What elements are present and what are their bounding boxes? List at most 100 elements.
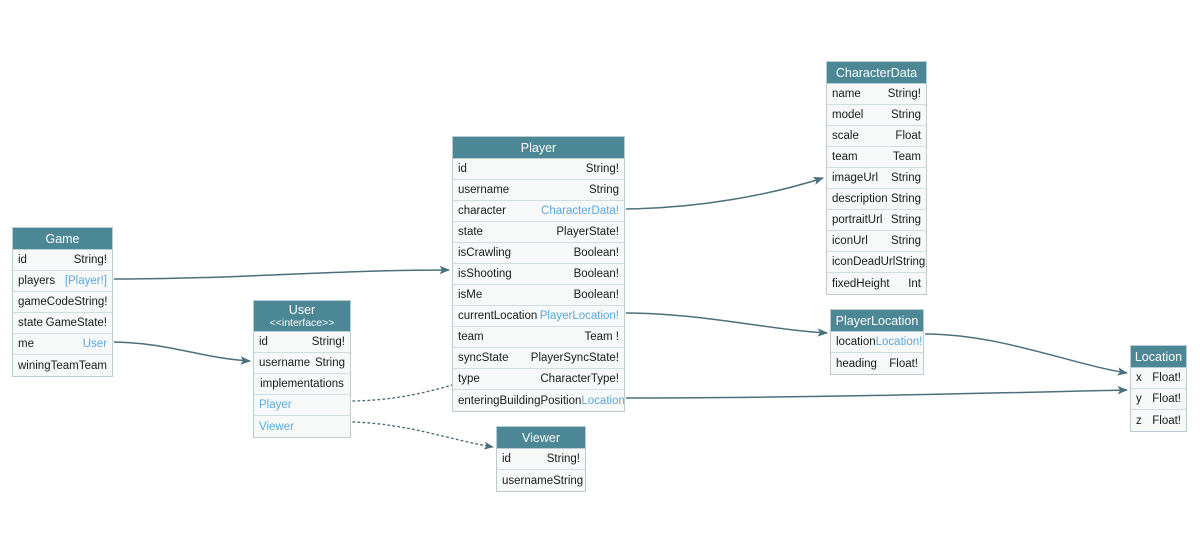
field-row[interactable]: model String [827,105,926,126]
field-type-link[interactable]: PlayerLocation! [539,310,619,322]
entity-characterdata[interactable]: CharacterData name String! model String … [826,61,927,295]
field-row[interactable]: x Float! [1131,368,1186,389]
field-type: String [890,214,921,226]
field-name: fixedHeight [832,277,890,290]
implementations-label: implementations [260,378,344,390]
entity-game[interactable]: Game id String! players [Player!] gameCo… [12,227,113,377]
field-row[interactable]: team Team ! [453,327,624,348]
edge-player-currentlocation-to-playerlocation [625,312,829,337]
field-row[interactable]: id String! [497,449,585,470]
entity-location-title: Location [1131,346,1186,368]
field-type-link[interactable]: Location! [875,336,923,348]
field-type: Float! [889,357,918,370]
field-row[interactable]: username String [254,353,350,374]
field-type: Team ! [584,331,619,343]
field-row[interactable]: fixedHeight Int [827,273,926,294]
field-row[interactable]: character CharacterData! [453,201,624,222]
field-name: y [1136,393,1142,405]
field-row[interactable]: syncState PlayerSyncState! [453,348,624,369]
field-row[interactable]: gameCode String! [13,292,112,313]
field-type: String! [74,296,108,308]
implementation-viewer[interactable]: Viewer [254,416,350,437]
field-name: me [18,338,34,350]
field-name: isMe [458,289,483,301]
field-name: username [502,474,554,487]
field-row[interactable]: type CharacterType! [453,369,624,390]
entity-player-title: Player [453,137,624,159]
field-type: Boolean! [573,247,619,259]
field-row[interactable]: currentLocation PlayerLocation! [453,306,624,327]
field-type-link[interactable]: User [82,338,107,350]
field-name: x [1136,372,1142,384]
field-type: String! [73,254,107,266]
field-type-link[interactable]: Location [581,394,624,407]
field-row[interactable]: username String [497,470,585,491]
field-row[interactable]: portraitUrl String [827,210,926,231]
field-name: isCrawling [458,247,512,259]
field-type-link[interactable]: CharacterData! [541,205,619,217]
field-type: PlayerSyncState! [530,352,619,364]
field-type: Boolean! [573,289,619,301]
field-row[interactable]: enteringBuildingPosition Location [453,390,624,411]
field-row[interactable]: description String [827,189,926,210]
entity-player[interactable]: Player id String! username String charac… [452,136,625,412]
field-name: state [18,317,43,329]
field-row[interactable]: iconDeadUrl String [827,252,926,273]
field-row[interactable]: me User [13,334,112,355]
field-name: gameCode [18,296,75,308]
field-row[interactable]: scale Float [827,126,926,147]
field-type: String! [585,163,619,175]
field-row[interactable]: imageUrl String [827,168,926,189]
field-row[interactable]: winingTeam Team [13,355,112,376]
field-name: location [836,336,876,348]
field-row[interactable]: isCrawling Boolean! [453,243,624,264]
edge-playerlocation-location-to-location [924,333,1129,376]
field-name: enteringBuildingPosition [458,394,582,407]
entity-game-title: Game [13,228,112,250]
field-name: character [458,205,506,217]
field-name: heading [836,357,877,370]
field-row[interactable]: z Float! [1131,410,1186,431]
field-name: username [259,357,311,369]
field-row[interactable]: heading Float! [831,353,923,374]
field-type: String [895,256,926,268]
field-row[interactable]: state PlayerState! [453,222,624,243]
field-row[interactable]: id String! [254,332,350,353]
field-row[interactable]: y Float! [1131,389,1186,410]
field-name: model [832,109,864,121]
field-name: id [458,163,467,175]
field-row[interactable]: id String! [13,250,112,271]
field-row[interactable]: isMe Boolean! [453,285,624,306]
entity-playerlocation-title: PlayerLocation [831,310,923,332]
entity-location[interactable]: Location x Float! y Float! z Float! [1130,345,1187,432]
edge-user-viewer-implements [352,421,494,450]
field-row[interactable]: name String! [827,84,926,105]
field-name: iconUrl [832,235,868,247]
field-type: Team [78,359,107,372]
field-row[interactable]: id String! [453,159,624,180]
field-name: team [832,151,858,163]
field-row[interactable]: username String [453,180,624,201]
field-row[interactable]: isShooting Boolean! [453,264,624,285]
field-row[interactable]: location Location! [831,332,923,353]
field-type: Float [895,130,921,142]
field-type: String! [887,88,921,100]
entity-user[interactable]: User <<interface>> id String! username S… [253,300,351,438]
field-row[interactable]: state GameState! [13,313,112,334]
entity-user-interface-label: <<interface>> [269,317,335,329]
field-name: syncState [458,352,509,364]
field-type: String [553,474,584,487]
implementation-label: Viewer [259,420,294,433]
field-row[interactable]: players [Player!] [13,271,112,292]
field-row[interactable]: iconUrl String [827,231,926,252]
entity-playerlocation[interactable]: PlayerLocation location Location! headin… [830,309,924,375]
field-type-link[interactable]: [Player!] [64,275,107,287]
field-name: currentLocation [458,310,538,322]
entity-viewer-title: Viewer [497,427,585,449]
entity-viewer[interactable]: Viewer id String! username String [496,426,586,492]
field-type: Float! [1152,414,1181,427]
field-row[interactable]: team Team [827,147,926,168]
field-name: portraitUrl [832,214,883,226]
implementation-player[interactable]: Player [254,395,350,416]
